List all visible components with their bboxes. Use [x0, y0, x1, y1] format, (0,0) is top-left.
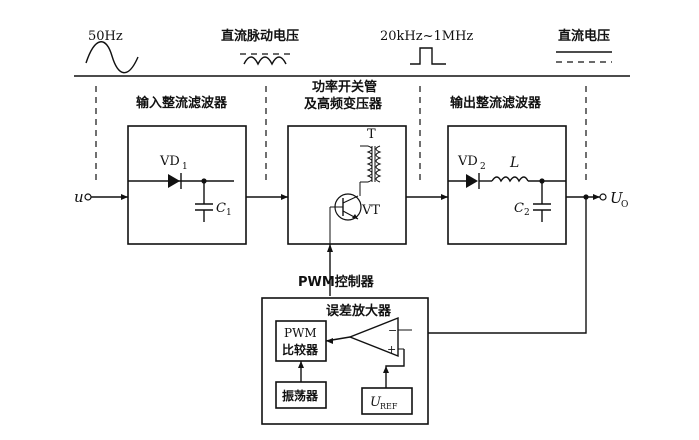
- sine-wave-icon: [85, 41, 139, 74]
- error-amp-title: 误差放大器: [326, 303, 392, 319]
- output-arrowhead: [593, 194, 600, 200]
- arrowhead-switch-to-output: [441, 194, 448, 200]
- c2-label: C: [514, 201, 524, 216]
- amp-plus-sign: +: [387, 343, 396, 356]
- arrowhead-input-to-switch: [281, 194, 288, 200]
- uref-wire: [385, 349, 405, 388]
- error-amplifier-icon: [348, 316, 399, 358]
- pulse-wave-icon: [410, 47, 446, 65]
- uref-subscript: REF: [380, 402, 398, 411]
- transformer-secondary-icon: [375, 145, 382, 183]
- feedback-wire: [412, 197, 587, 334]
- output-terminal-label: U: [610, 189, 624, 207]
- inductor-l-icon: [491, 176, 529, 183]
- output-terminal: [599, 193, 607, 201]
- vd1-subscript: 1: [182, 162, 188, 172]
- input-filter-block: [127, 125, 247, 245]
- transformer-primary-icon: [366, 145, 373, 183]
- osc-to-comparator-arrowhead: [298, 361, 304, 368]
- vd2-subscript: 2: [480, 162, 486, 172]
- vd2-label: VD: [457, 154, 478, 169]
- input-filter-title: 输入整流滤波器: [136, 95, 228, 111]
- oscillator-label: 振荡器: [282, 388, 319, 403]
- pulsating-dc-label: 直流脉动电压: [221, 28, 299, 44]
- switch-block: [287, 125, 407, 245]
- input-arrowhead: [121, 194, 128, 200]
- switch-title-line2: 及高频变压器: [304, 96, 383, 112]
- output-filter-title: 输出整流滤波器: [450, 95, 542, 111]
- c1-subscript: 1: [226, 208, 232, 218]
- pwm-controller-title: PWM控制器: [298, 274, 375, 290]
- drive-arrowhead: [327, 244, 333, 252]
- uref-arrowhead: [383, 366, 389, 373]
- transistor-emitter-arrow: [352, 214, 358, 219]
- uref-label: U: [370, 395, 382, 410]
- oscillator-block: [275, 381, 327, 409]
- pulsating-dc-wave-icon: [243, 56, 287, 66]
- vd1-label: VD: [159, 154, 180, 169]
- diode-vd2-icon: [466, 174, 478, 188]
- comparator-label-line2: 比较器: [282, 342, 319, 357]
- dc-voltage-label: 直流电压: [558, 28, 610, 44]
- switch-title-line1: 功率开关管: [312, 79, 377, 95]
- c1-label: C: [216, 201, 226, 216]
- diode-vd1-icon: [168, 174, 180, 188]
- pwm-comparator-block: [275, 320, 327, 362]
- transistor-label: VT: [361, 203, 380, 218]
- output-filter-block: [447, 125, 567, 245]
- inductor-label: L: [509, 155, 519, 171]
- transformer-label: T: [367, 127, 376, 142]
- pwm-frequency-label: 20kHz~1MHz: [380, 29, 473, 44]
- output-terminal-subscript: O: [621, 200, 628, 210]
- amp-to-comparator-arrowhead: [326, 338, 333, 344]
- ac-frequency-label: 50Hz: [88, 29, 123, 44]
- input-terminal: [84, 193, 92, 201]
- c2-subscript: 2: [524, 208, 530, 218]
- amp-minus-sign: −: [388, 324, 397, 337]
- transistor-collector: [342, 195, 359, 204]
- comparator-label-line1: PWM: [284, 326, 317, 340]
- input-terminal-label: u: [74, 188, 84, 206]
- uref-block: [361, 387, 413, 415]
